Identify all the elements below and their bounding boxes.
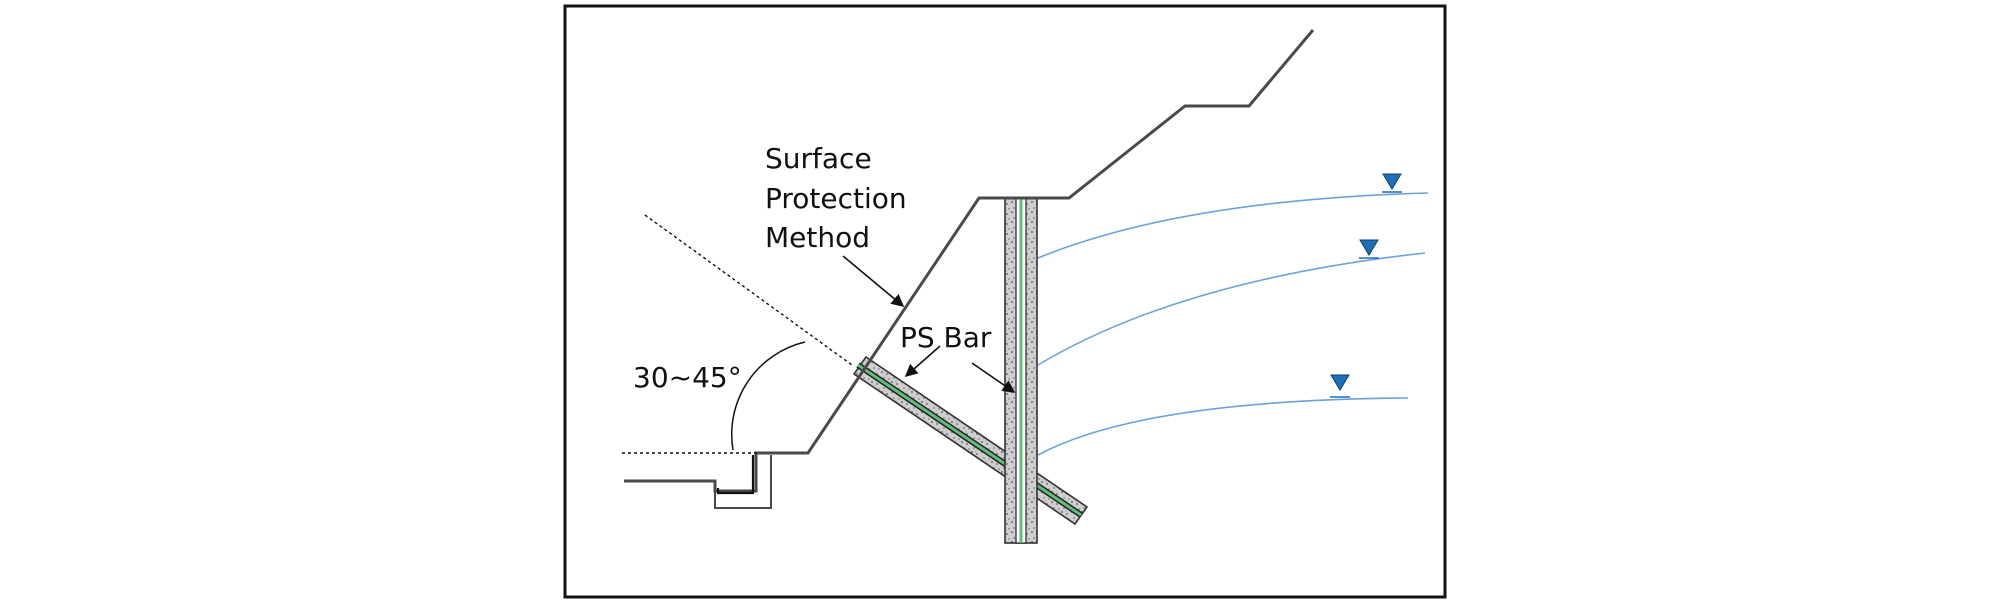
groundwater-line-lower: [1037, 397, 1409, 456]
surface-protection-label-line3: Method: [765, 221, 870, 254]
figure-frame: [563, 4, 1447, 599]
angle-arc: [730, 341, 806, 451]
inclined-ps-bar: [852, 355, 1089, 526]
vertical-ps-bar: [1004, 197, 1038, 544]
toe-drainage-channel: [714, 455, 772, 509]
surface-protection-leader: [842, 255, 905, 308]
angle-label: 30~45°: [633, 361, 742, 394]
water-level-marker-icon: [1330, 374, 1350, 398]
water-level-marker-icon: [1382, 173, 1402, 193]
groundwater-line-middle: [1037, 252, 1426, 366]
slope-angle-reference-line: [644, 214, 853, 366]
surface-protection-label-line2: Protection: [765, 182, 907, 215]
groundwater-line-upper: [1037, 192, 1429, 259]
ps-bar-leader-inclined: [904, 345, 941, 378]
ps-bar-label: PS Bar: [900, 321, 992, 354]
surface-protection-label-line1: Surface: [765, 142, 872, 175]
ps-bar-leader-vertical: [971, 362, 1016, 393]
ground-surface-profile: [624, 29, 1315, 493]
water-level-marker-icon: [1359, 239, 1379, 259]
